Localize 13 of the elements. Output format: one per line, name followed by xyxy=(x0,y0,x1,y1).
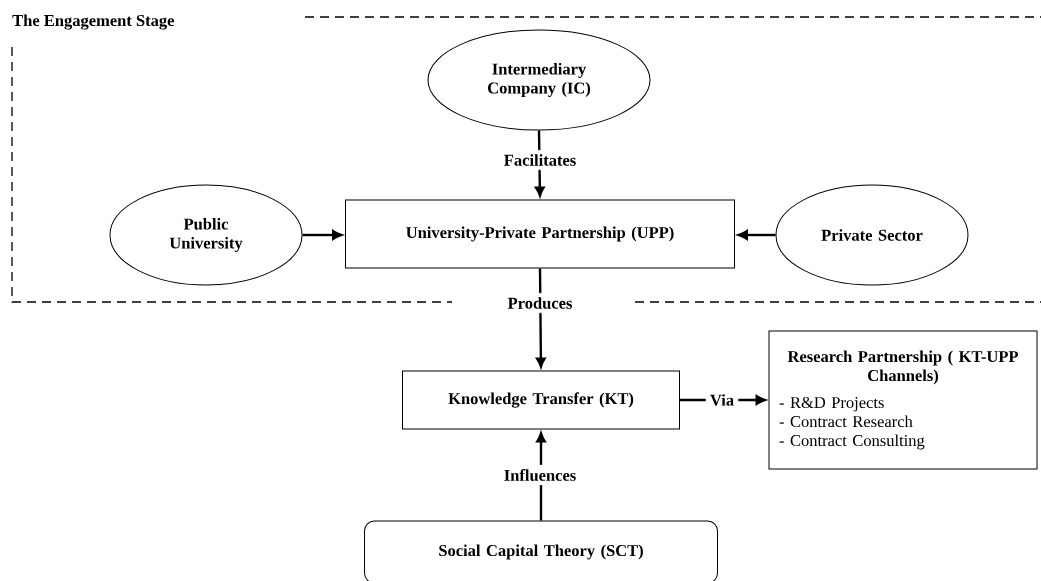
process-box: University-Private Partnership (UPP) xyxy=(345,199,735,269)
arrow xyxy=(737,230,776,240)
channel-box: Research Partnership ( KT-UPP Channels) - R&D Projects - Contract Research - Contract Consulting xyxy=(768,330,1038,470)
theory-box: Social Capital Theory (SCT) xyxy=(364,520,718,581)
arrow xyxy=(536,268,546,368)
arrow xyxy=(302,230,343,240)
arrow xyxy=(534,130,545,197)
edge-label: Facilitates xyxy=(499,150,581,170)
process-box: Knowledge Transfer (KT) xyxy=(402,370,680,430)
edge-label: Produces xyxy=(503,293,577,314)
arrow xyxy=(536,432,546,521)
edge-label: Via xyxy=(705,389,739,411)
edge-label: Influences xyxy=(499,464,581,486)
